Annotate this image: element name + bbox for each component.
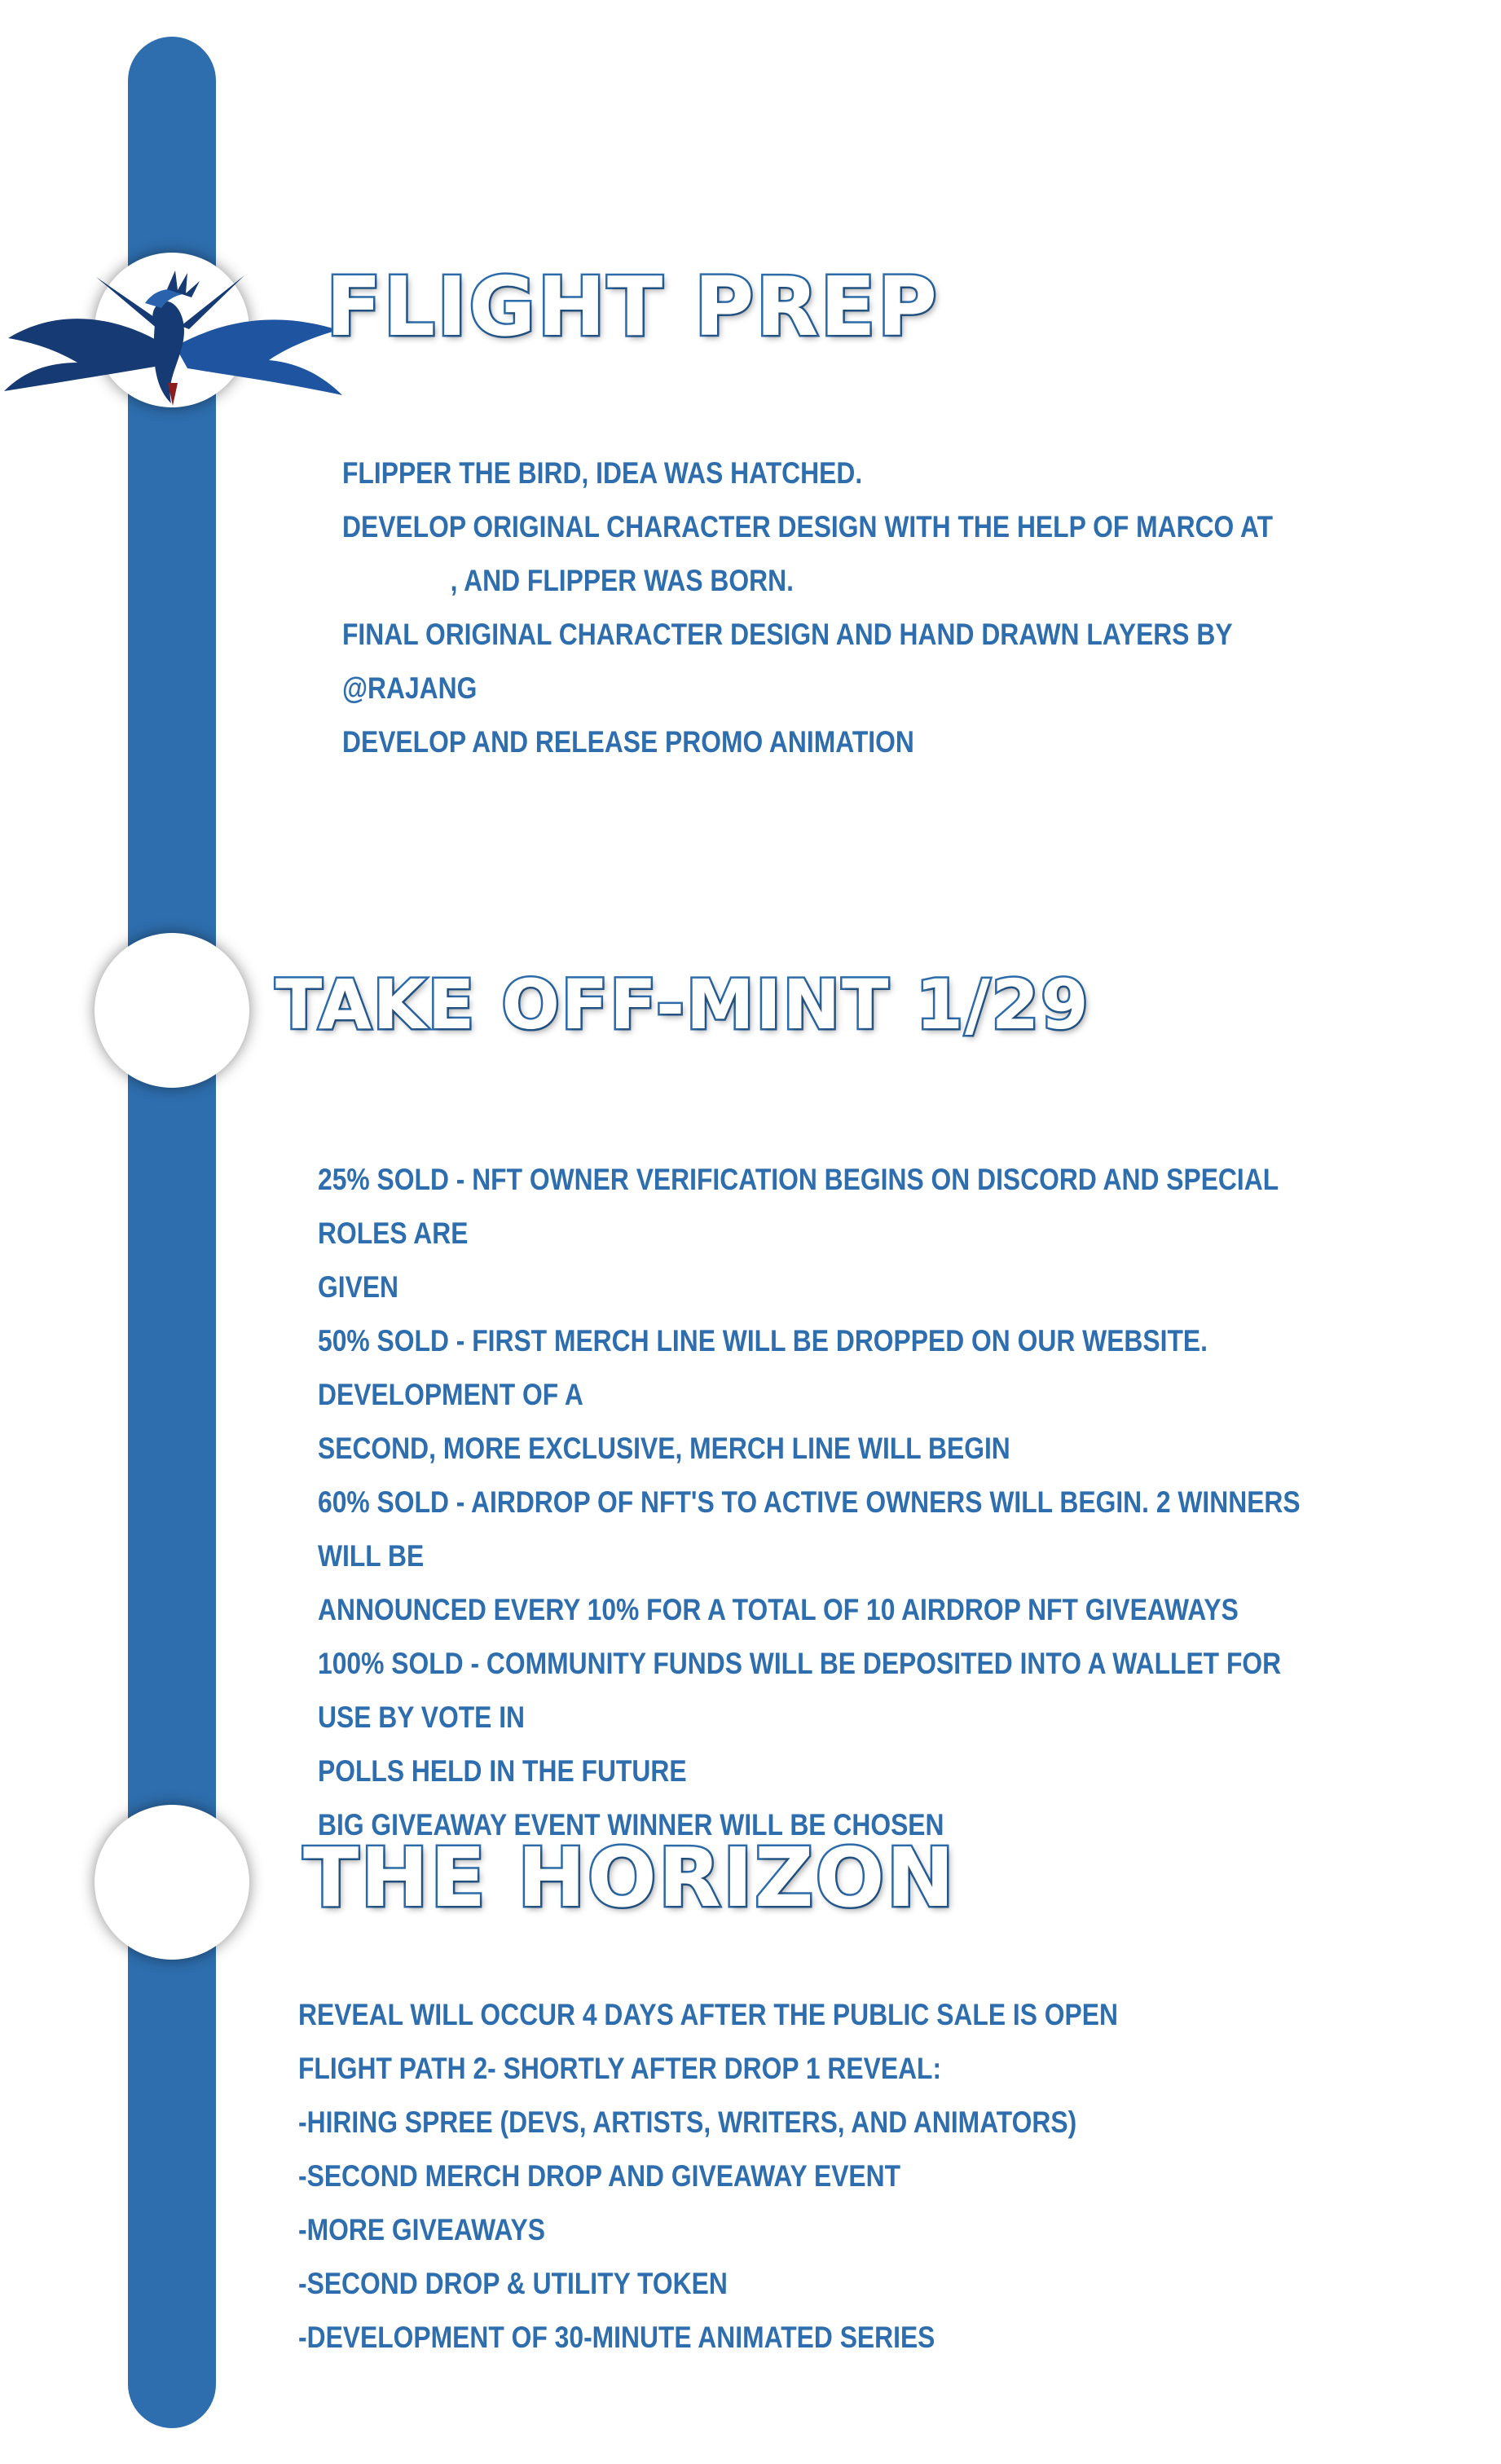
list-item: -Development of 30-minute animated serie… — [298, 2321, 935, 2354]
list-item: 50% sold - First merch line will be drop… — [318, 1324, 1208, 1411]
section-title-take-off: Take Off-Mint 1/29 — [274, 963, 1091, 1047]
list-item: -Second merch drop and giveaway event — [298, 2159, 901, 2193]
list-item: 100% sold - Community funds will be depo… — [318, 1647, 1282, 1734]
list-item: 25% sold - NFT owner verification begins… — [318, 1163, 1279, 1250]
list-item: 60% Sold - Airdrop of NFT's to active ow… — [318, 1485, 1301, 1573]
section-title-the-horizon: The Horizon — [301, 1828, 957, 1928]
list-item: announced every 10% for a total of 10 ai… — [318, 1593, 1239, 1626]
list-item: given — [318, 1270, 399, 1304]
list-item: -Second drop & utility token — [298, 2267, 728, 2300]
timeline-rail — [128, 37, 216, 2428]
list-item: polls held in the future — [318, 1754, 687, 1788]
section-title-flight-prep: Flight Prep — [324, 257, 940, 357]
list-item: Flight Path 2- shortly after Drop 1 reve… — [298, 2052, 942, 2085]
list-item: Flipper the bird, idea was hatched. — [342, 456, 863, 490]
section-list-the-horizon: Reveal will occur 4 days after the publi… — [298, 1988, 1118, 2365]
list-item: , and Flipper was born. — [342, 564, 794, 597]
list-item: -Hiring spree (devs, artists, writers, a… — [298, 2105, 1077, 2139]
section-list-flight-prep: Flipper the bird, idea was hatched. Deve… — [342, 447, 1339, 769]
list-item: Develop original character design with t… — [342, 510, 1274, 543]
list-item: Develop and release promo animation — [342, 725, 914, 759]
list-item: Big giveaway event winner will be chosen — [318, 1808, 944, 1841]
list-item: Reveal will occur 4 days after the publi… — [298, 1998, 1118, 2031]
bird-icon — [4, 271, 342, 406]
timeline-node-take-off — [95, 933, 249, 1088]
section-list-take-off: 25% sold - NFT owner verification begins… — [318, 1153, 1336, 1852]
list-item: Final original character design and hand… — [342, 618, 1232, 705]
list-item: second, more exclusive, merch line will … — [318, 1432, 1010, 1465]
list-item: -More giveaways — [298, 2213, 545, 2246]
timeline-node-horizon — [95, 1805, 249, 1960]
